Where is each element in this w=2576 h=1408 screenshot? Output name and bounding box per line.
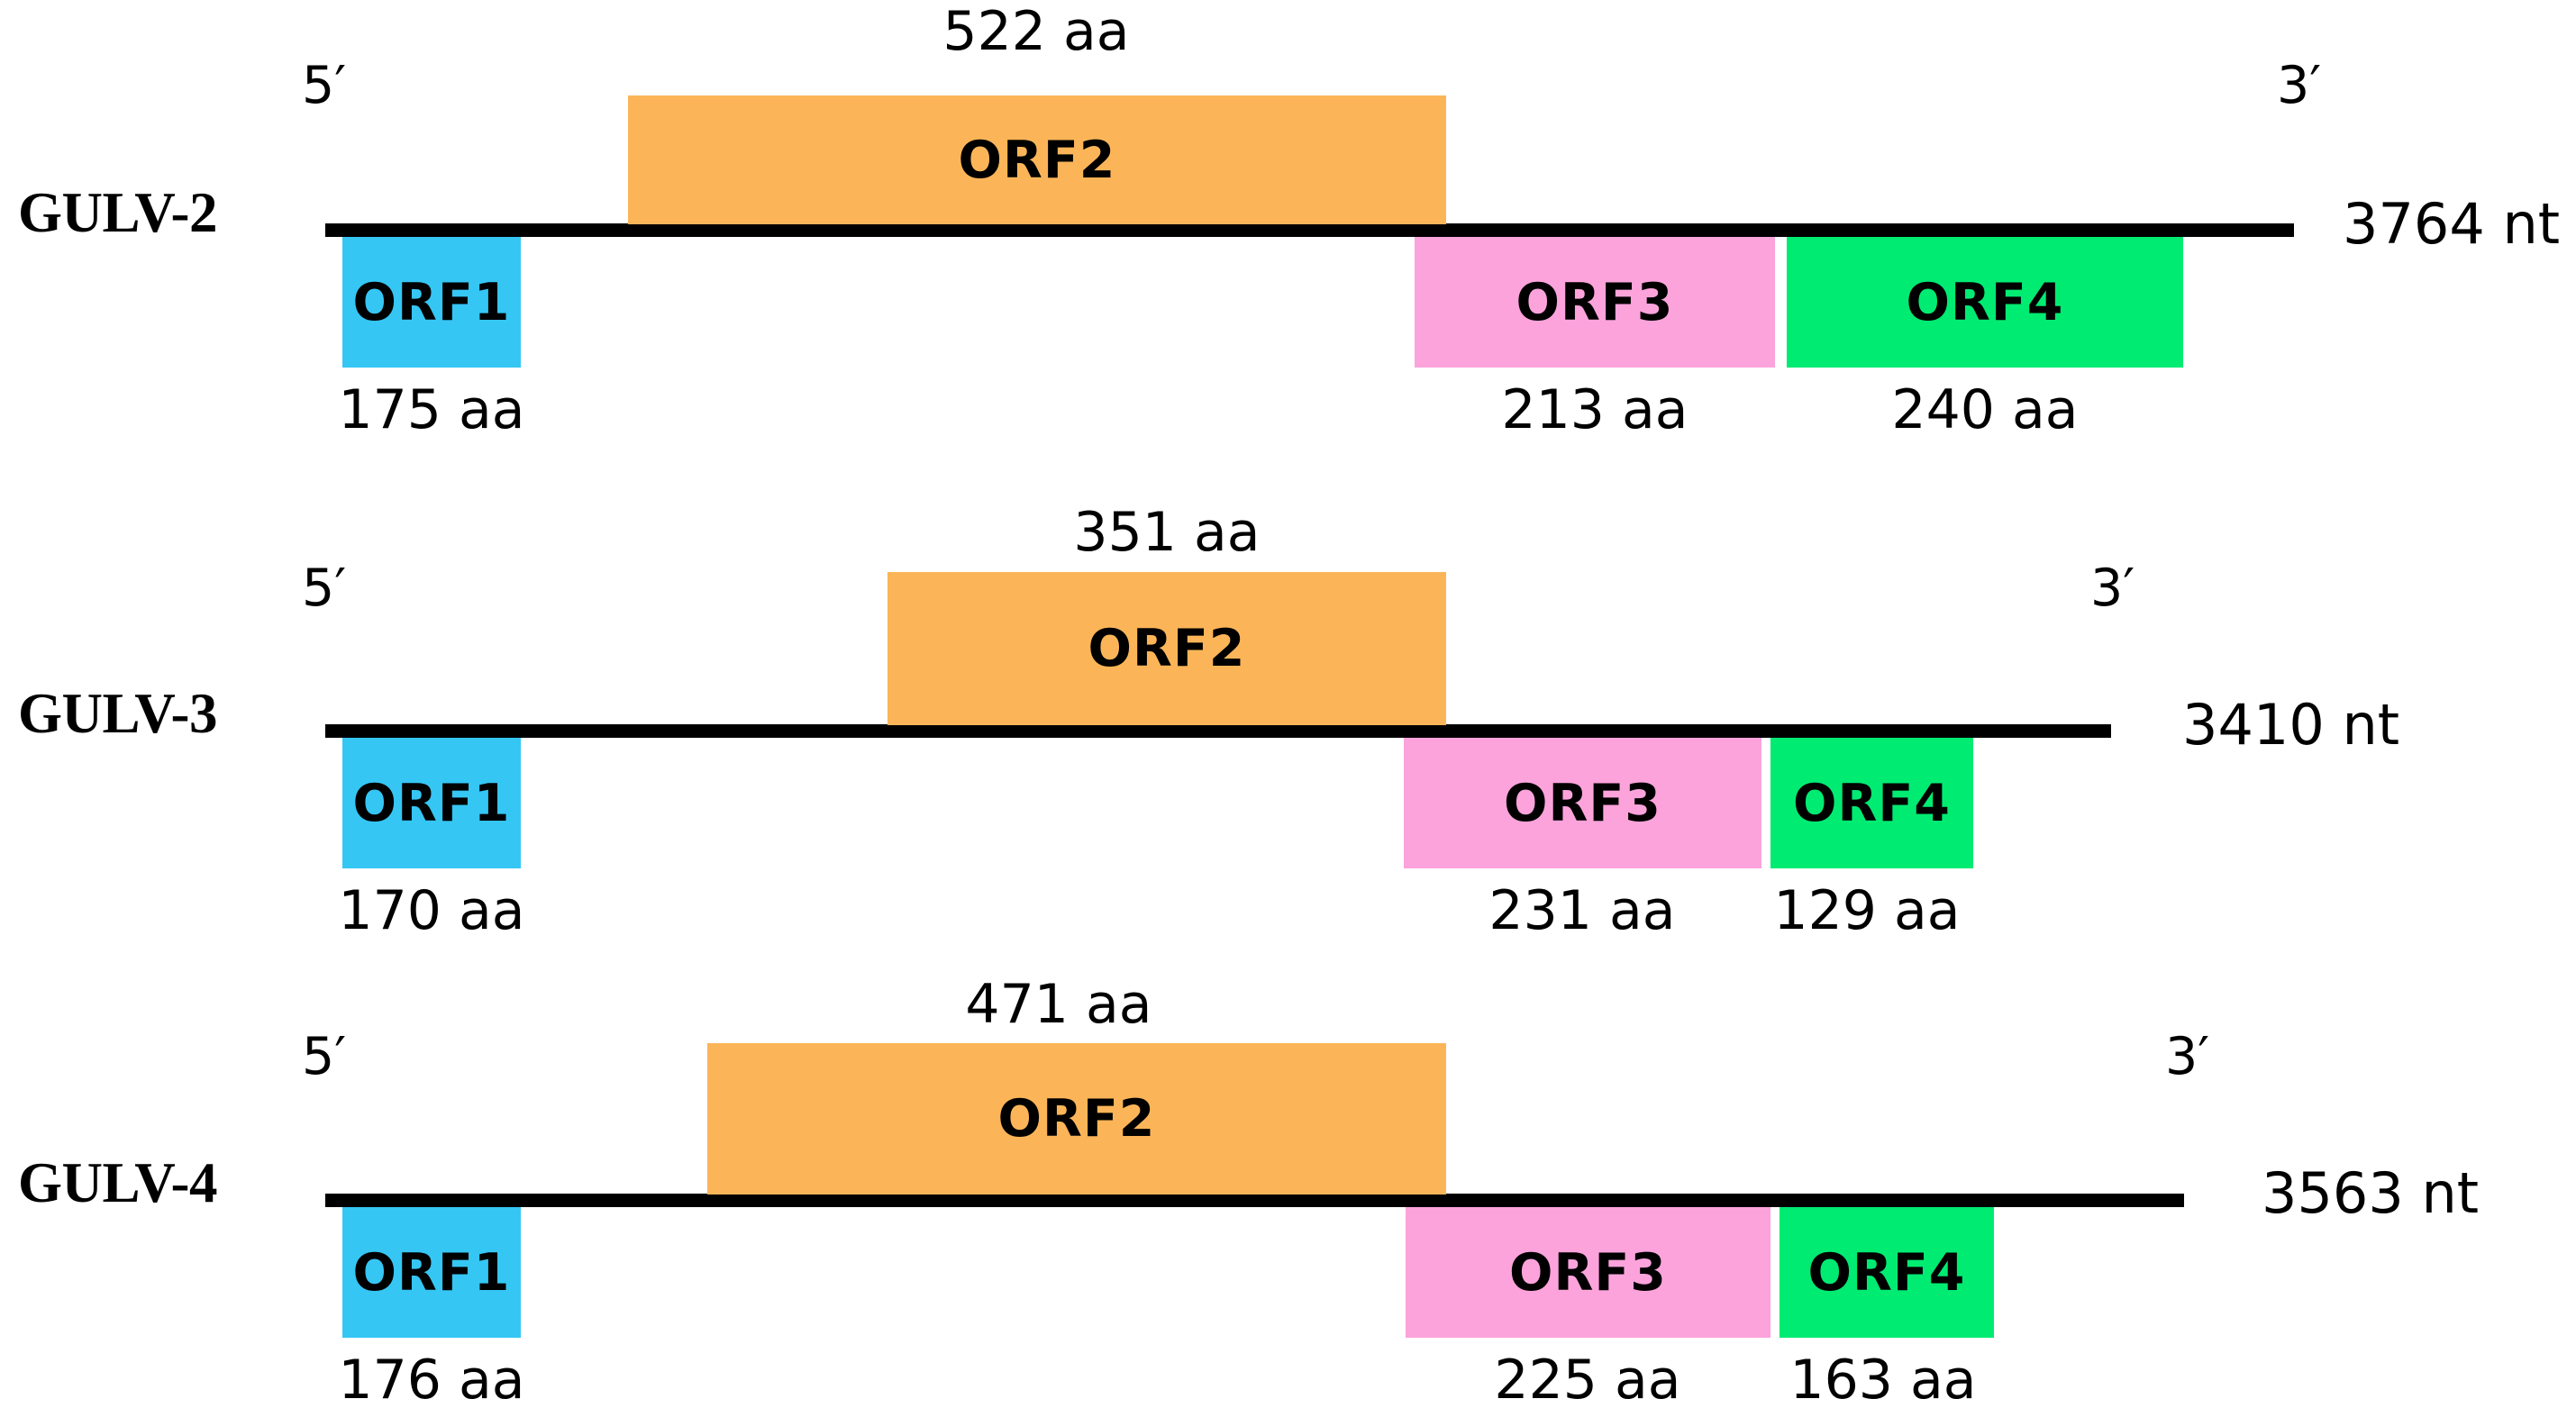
orf-box-orf2-gulv-4[interactable]: ORF2 [707, 1043, 1446, 1195]
orf-label-orf3-gulv-3: ORF3 [1504, 773, 1661, 833]
orf-label-orf4-gulv-3: ORF4 [1793, 773, 1951, 833]
genome-backbone-gulv-2 [325, 223, 2294, 237]
orf-label-orf3-gulv-4: ORF3 [1509, 1242, 1667, 1303]
orf-box-orf1-gulv-3[interactable]: ORF1 [342, 738, 521, 868]
aa-label-orf2-gulv-4: 471 aa [965, 973, 1152, 1036]
virus-name-gulv-2: GULV-2 [18, 181, 218, 244]
genome-length-gulv-4: 3563 nt [2262, 1160, 2480, 1226]
orf-label-orf4-gulv-2: ORF4 [1906, 272, 2064, 332]
orf-label-orf1-gulv-3: ORF1 [352, 773, 511, 833]
genome-length-gulv-2: 3764 nt [2343, 191, 2561, 257]
five-prime-label-gulv-3: 5′ [302, 559, 347, 618]
genome-length-gulv-3: 3410 nt [2182, 692, 2400, 758]
genome-backbone-gulv-3 [325, 724, 2111, 738]
aa-label-orf4-gulv-2: 240 aa [1891, 378, 2079, 441]
aa-label-orf1-gulv-4: 176 aa [338, 1349, 525, 1408]
aa-label-orf4-gulv-3: 129 aa [1773, 879, 1961, 942]
orf-box-orf2-gulv-2[interactable]: ORF2 [628, 95, 1446, 224]
aa-label-orf4-gulv-4: 163 aa [1789, 1349, 1977, 1408]
five-prime-label-gulv-4: 5′ [302, 1027, 347, 1086]
aa-label-orf3-gulv-3: 231 aa [1488, 879, 1676, 942]
orf-box-orf3-gulv-3[interactable]: ORF3 [1404, 738, 1761, 868]
aa-label-orf2-gulv-2: 522 aa [942, 0, 1130, 63]
genome-row-gulv-3: GULV-3 5′ 3′ 3410 nt 351 aa ORF2 ORF1 17… [0, 468, 2576, 942]
orf-box-orf3-gulv-2[interactable]: ORF3 [1415, 237, 1775, 368]
genome-row-gulv-4: GULV-4 5′ 3′ 3563 nt 471 aa ORF2 ORF1 17… [0, 937, 2576, 1408]
orf-box-orf4-gulv-4[interactable]: ORF4 [1780, 1207, 1994, 1338]
orf-box-orf4-gulv-3[interactable]: ORF4 [1770, 738, 1973, 868]
three-prime-label-gulv-2: 3′ [2277, 56, 2322, 115]
orf-box-orf3-gulv-4[interactable]: ORF3 [1406, 1207, 1770, 1338]
orf-label-orf4-gulv-4: ORF4 [1807, 1242, 1966, 1303]
genome-row-gulv-2: GULV-2 5′ 3′ 3764 nt 522 aa ORF2 ORF1 17… [0, 0, 2576, 468]
orf-label-orf1-gulv-4: ORF1 [352, 1242, 511, 1303]
aa-label-orf1-gulv-3: 170 aa [338, 879, 525, 942]
virus-name-gulv-4: GULV-4 [18, 1151, 218, 1214]
three-prime-label-gulv-4: 3′ [2165, 1027, 2210, 1086]
five-prime-label-gulv-2: 5′ [302, 56, 347, 115]
orf-label-orf2-gulv-2: ORF2 [958, 130, 1116, 190]
orf-box-orf1-gulv-2[interactable]: ORF1 [342, 237, 521, 368]
orf-label-orf2-gulv-3: ORF2 [1088, 619, 1246, 678]
orf-label-orf2-gulv-4: ORF2 [997, 1089, 1156, 1149]
aa-label-orf2-gulv-3: 351 aa [1073, 501, 1261, 564]
orf-box-orf1-gulv-4[interactable]: ORF1 [342, 1207, 521, 1338]
orf-box-orf2-gulv-3[interactable]: ORF2 [887, 572, 1446, 725]
orf-box-orf4-gulv-2[interactable]: ORF4 [1787, 237, 2183, 368]
virus-name-gulv-3: GULV-3 [18, 682, 218, 745]
three-prime-label-gulv-3: 3′ [2090, 559, 2135, 618]
aa-label-orf3-gulv-2: 213 aa [1501, 378, 1689, 441]
aa-label-orf3-gulv-4: 225 aa [1494, 1349, 1681, 1408]
orf-label-orf1-gulv-2: ORF1 [352, 272, 511, 332]
orf-label-orf3-gulv-2: ORF3 [1516, 272, 1674, 332]
aa-label-orf1-gulv-2: 175 aa [338, 378, 525, 441]
genome-backbone-gulv-4 [325, 1194, 2184, 1207]
